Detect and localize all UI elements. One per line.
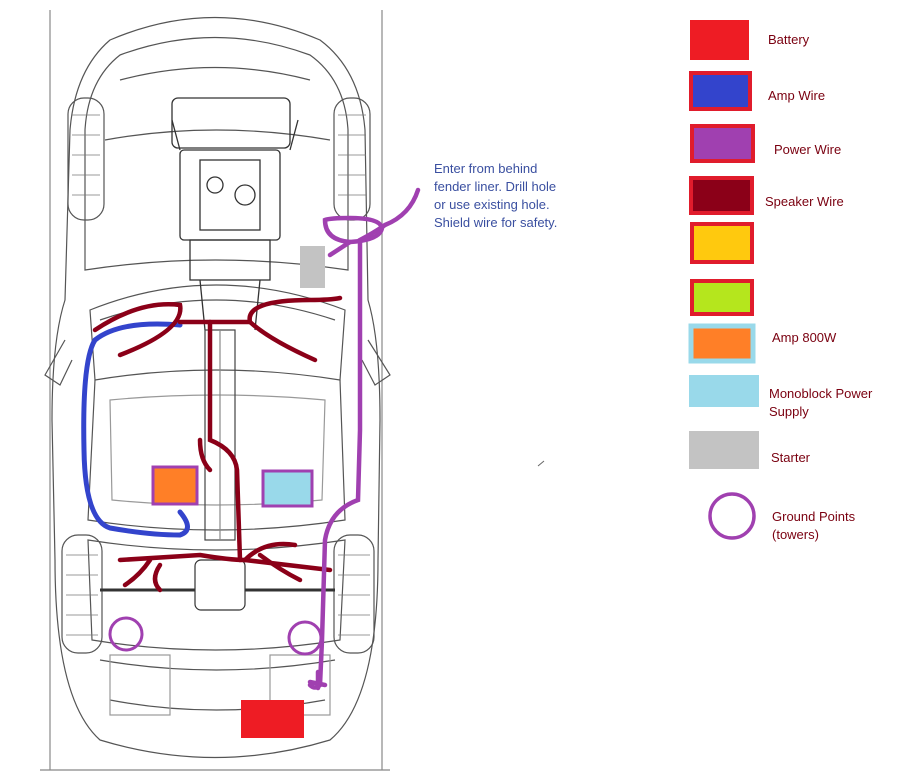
- ground-point-left: [108, 616, 144, 652]
- legend: [688, 20, 759, 540]
- legend-label-monoblock-1: Monoblock Power: [769, 386, 873, 401]
- ground-point-right: [287, 620, 323, 656]
- legend-label-ground-1: Ground Points: [772, 509, 856, 524]
- battery-marker: [241, 700, 304, 738]
- legend-label-amp-800w: Amp 800W: [772, 330, 837, 345]
- monoblock-marker: [261, 469, 314, 508]
- legend-swatch-speaker-wire: [689, 176, 754, 215]
- legend-label-amp-wire: Amp Wire: [768, 88, 826, 103]
- fender-liner-note: Enter from behind fender liner. Drill ho…: [434, 160, 594, 232]
- legend-swatch-ground: [708, 492, 756, 540]
- legend-swatch-starter: [689, 431, 759, 469]
- legend-label-starter: Starter: [771, 450, 811, 465]
- amp-wire-path: [81, 321, 190, 538]
- legend-swatch-amp-wire: [689, 71, 752, 111]
- legend-label-monoblock-2: Supply: [769, 404, 809, 419]
- legend-swatch-battery: [690, 20, 749, 60]
- power-wire-path: [307, 187, 421, 691]
- starter-marker: [300, 246, 325, 288]
- legend-label-speaker-wire: Speaker Wire: [765, 194, 844, 209]
- car-sketch: [40, 10, 391, 771]
- legend-swatch-yellow: [690, 222, 754, 264]
- legend-swatch-monoblock: [689, 375, 759, 407]
- legend-label-power-wire: Power Wire: [774, 142, 842, 157]
- note-line-3: or use existing hole.: [434, 197, 550, 212]
- legend-swatch-green: [690, 279, 754, 316]
- speaker-wire-path: [92, 295, 343, 593]
- legend-label-ground-2: (towers): [772, 527, 819, 542]
- note-line-4: Shield wire for safety.: [434, 215, 558, 230]
- note-line-1: Enter from behind: [434, 161, 538, 176]
- amp-800w-marker: [151, 465, 199, 506]
- legend-swatch-amp-800w: [688, 323, 756, 364]
- legend-swatch-power-wire: [690, 124, 755, 163]
- legend-label-battery: Battery: [768, 32, 810, 47]
- note-line-2: fender liner. Drill hole: [434, 179, 557, 194]
